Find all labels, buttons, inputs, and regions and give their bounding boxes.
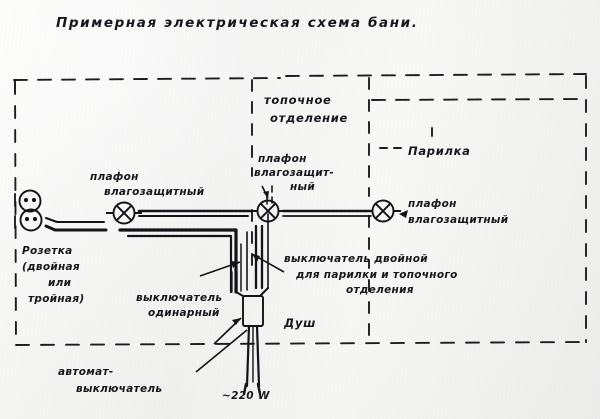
- steam-room-partition: [368, 77, 583, 269]
- lamp-icon-right: [365, 199, 401, 223]
- label-switch-double-line2: для парилки и топочного: [295, 269, 458, 281]
- pointer-bundle-left: [199, 261, 241, 277]
- label-switch-double-line3: отделения: [346, 284, 414, 296]
- label-socket-line2: (двойная: [22, 261, 80, 273]
- label-breaker-line2: выключатель: [76, 383, 162, 395]
- building-outline: [13, 73, 587, 346]
- pointer-lamp-right: [399, 210, 408, 218]
- label-lamp-middle-line3: ный: [290, 181, 315, 193]
- wiring-harness: [44, 185, 374, 388]
- label-lamp-right-line1: плафон: [408, 198, 457, 210]
- lamp-icon-left: [106, 201, 142, 225]
- label-lamp-right-line2: влагозащитный: [408, 214, 509, 226]
- label-lamp-left-line2: влагозащитный: [104, 186, 205, 198]
- label-lamp-middle-line1: плафон: [258, 153, 307, 165]
- label-socket-line4: тройная): [28, 293, 84, 305]
- label-socket-line1: Розетка: [22, 245, 73, 257]
- label-lamp-middle-line2: влагозащит-: [254, 167, 334, 179]
- label-switch-double-line1: выключатель двойной: [284, 253, 428, 265]
- pointer-breaker: [195, 329, 248, 373]
- room-label-furnace-line1: топочное: [264, 93, 332, 107]
- room-label-steam: Парилка: [408, 144, 471, 158]
- lamp-icon-middle: [250, 199, 286, 223]
- label-lamp-left-line1: плафон: [90, 171, 139, 183]
- label-breaker-line1: автомат-: [58, 366, 114, 378]
- mains-label: ~220 W: [222, 390, 270, 402]
- label-socket-line3: или: [48, 277, 72, 289]
- page-title: Примерная электрическая схема бани.: [56, 15, 418, 31]
- pointer-switch-single: [213, 317, 242, 345]
- room-label-shower: Душ: [283, 316, 316, 330]
- socket-icon: [14, 189, 43, 232]
- label-switch-single-line2: одинарный: [148, 307, 220, 319]
- label-switch-single-line1: выключатель: [136, 292, 222, 304]
- pointer-switch-double: [251, 253, 285, 273]
- mains-supply: [242, 382, 262, 396]
- pointer-lamp-middle: [261, 185, 269, 199]
- breaker-icon: [242, 295, 264, 327]
- room-label-furnace-line2: отделение: [270, 111, 348, 125]
